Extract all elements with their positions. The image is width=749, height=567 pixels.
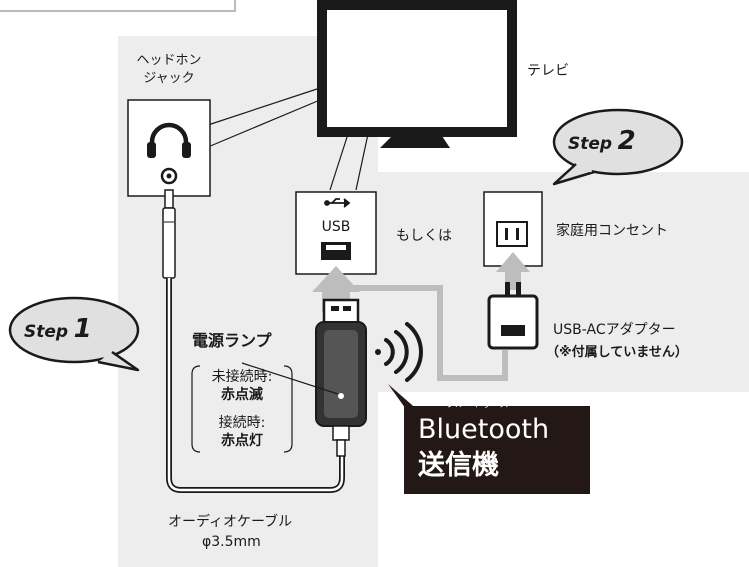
audio-plug-icon	[162, 189, 176, 279]
step1-number: 1	[73, 314, 92, 344]
adapter-label: USB-ACアダプター	[553, 322, 676, 338]
bluetooth-transmitter-label: 送信機	[418, 450, 499, 481]
step2-number: 2	[617, 126, 636, 156]
bluetooth-transmitter-icon	[315, 298, 367, 457]
status-bracket-left	[191, 365, 201, 453]
headphone-icon	[147, 122, 191, 158]
signal-waves-icon	[375, 322, 423, 382]
step2-badge	[552, 108, 684, 186]
usb-cable-path	[350, 285, 508, 381]
tv-icon	[317, 0, 517, 148]
step1-word: Step	[24, 322, 69, 342]
power-lamp-label: 電源ランプ	[192, 331, 272, 350]
zoom-line	[329, 133, 349, 191]
or-label: もしくは	[396, 228, 452, 244]
usb-port-box	[295, 191, 377, 275]
lamp-leader-line	[241, 362, 339, 395]
step1-badge	[8, 296, 140, 372]
top-left-box	[0, 0, 236, 12]
zoom-line	[207, 87, 321, 126]
step2-word: Step	[568, 134, 613, 154]
status-bracket-right	[283, 365, 293, 453]
step1-text: Step 1	[24, 314, 92, 344]
home-outlet-label: 家庭用コンセント	[556, 223, 668, 239]
usb-icon	[324, 198, 351, 208]
step2-text: Step 2	[568, 126, 636, 156]
headphone-jack-label-1: ヘッドホン	[136, 53, 202, 68]
cable-name: オーディオケーブル	[168, 514, 293, 530]
usb-socket-icon	[321, 242, 351, 260]
headphone-jack-label-2: ジャック	[143, 71, 195, 86]
bluetooth-ruby: ブルートゥース	[446, 400, 509, 410]
outlet-icon	[496, 221, 528, 247]
zoom-line	[355, 133, 369, 191]
tv-label: テレビ	[527, 63, 569, 79]
usb-ac-adapter-icon	[487, 282, 539, 350]
connected-state: 赤点灯	[221, 433, 263, 449]
zoom-line	[207, 99, 321, 148]
bluetooth-word: Bluetooth	[418, 414, 550, 445]
not-connected-label: 未接続時:	[211, 369, 273, 385]
bluetooth-callout	[388, 384, 590, 494]
usb-label: USB	[321, 219, 351, 235]
connected-label: 接続時:	[218, 415, 266, 431]
not-connected-state: 赤点滅	[221, 387, 263, 403]
adapter-note: （※付属していません）	[546, 345, 688, 360]
cable-size: φ3.5mm	[202, 534, 261, 550]
